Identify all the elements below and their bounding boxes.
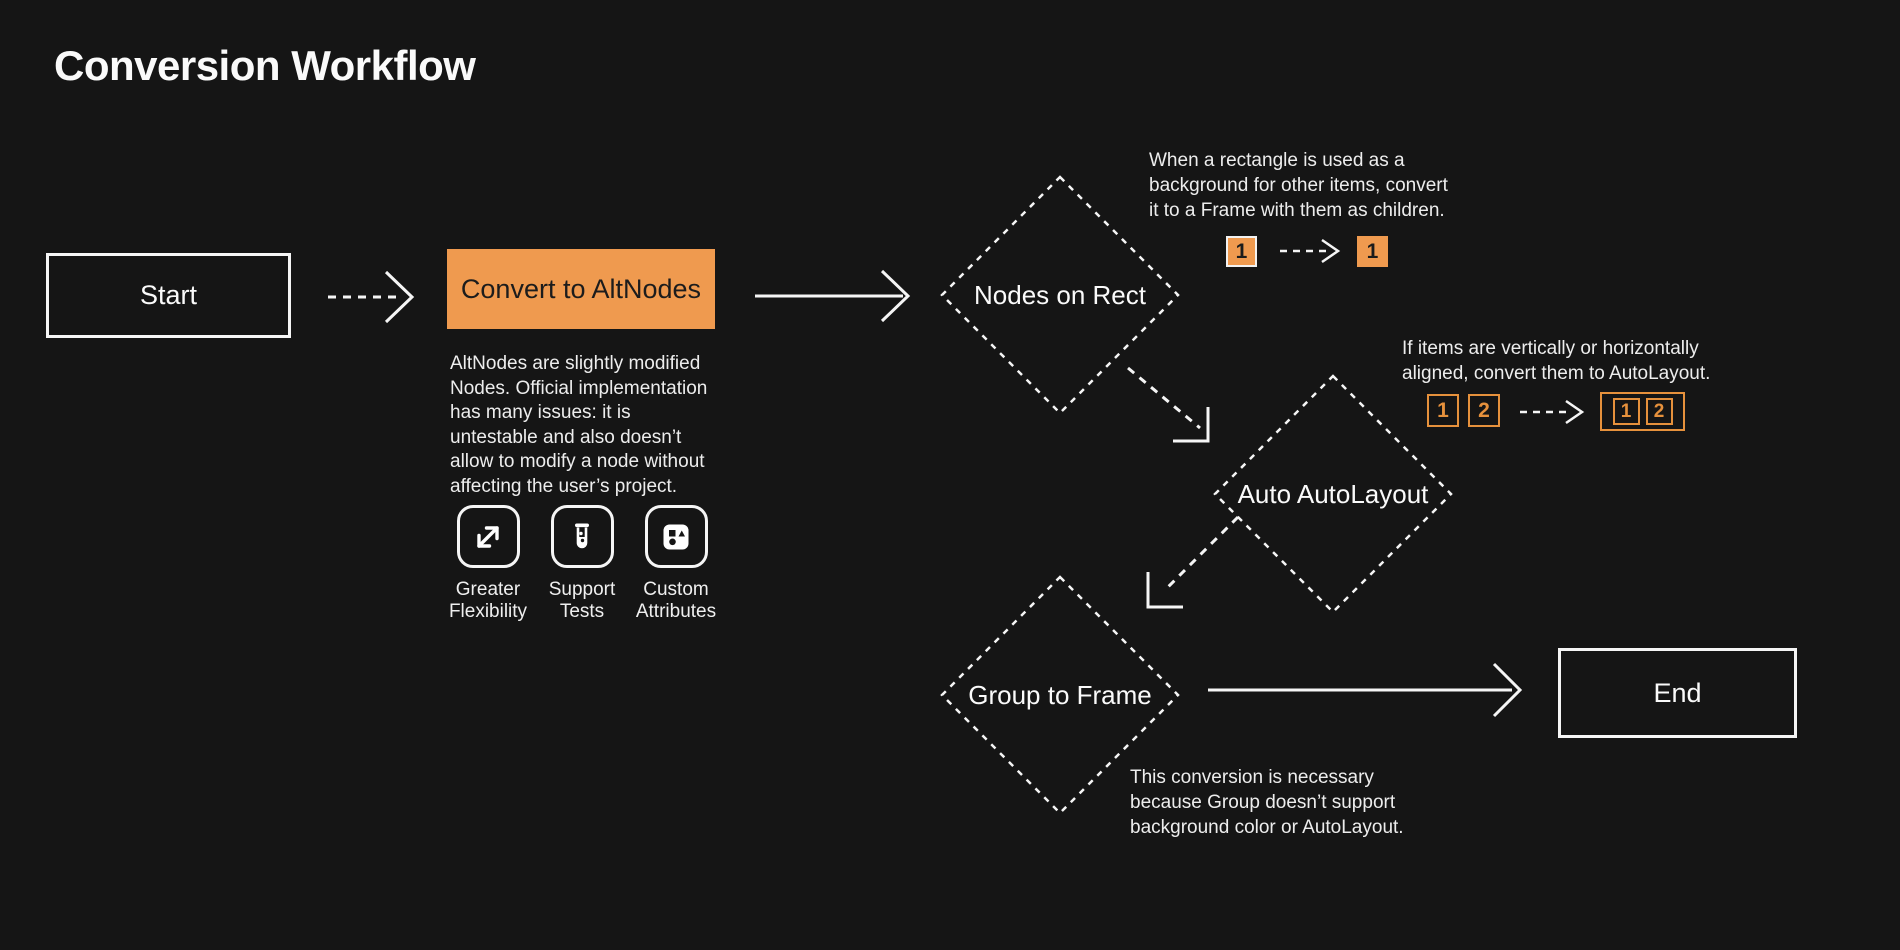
autolayout-demo-after-item-2: 2 (1645, 398, 1673, 425)
nodes-on-rect-node[interactable]: Nodes on Rect (938, 173, 1182, 417)
nodes-on-rect-label: Nodes on Rect (974, 279, 1146, 310)
shapes-icon (644, 505, 708, 568)
group-to-frame-node[interactable]: Group to Frame (938, 573, 1182, 817)
arrow-rect-demo (1280, 238, 1341, 264)
feature-label: Custom Attributes (635, 579, 717, 622)
start-node[interactable]: Start (46, 253, 291, 338)
altnodes-features: Greater Flexibility Support Tests (441, 505, 723, 623)
convert-to-altnodes-label: Convert to AltNodes (460, 273, 702, 304)
page-title: Conversion Workflow (54, 42, 476, 89)
feature-greater-flexibility: Greater Flexibility (441, 505, 535, 623)
arrow-autolayout-demo (1520, 399, 1585, 425)
arrow-start-to-convert (328, 270, 415, 324)
rect-to-frame-annotation: When a rectangle is used as a background… (1149, 150, 1448, 221)
altnodes-description: AltNodes are slightly modified Nodes. Of… (450, 353, 708, 497)
autolayout-annotation: If items are vertically or horizontally … (1402, 338, 1711, 384)
auto-autolayout-node[interactable]: Auto AutoLayout (1211, 372, 1455, 616)
arrow-group-to-frame-to-end (1208, 662, 1523, 718)
auto-autolayout-label: Auto AutoLayout (1237, 478, 1429, 509)
end-node[interactable]: End (1558, 648, 1797, 738)
test-tube-icon (550, 505, 614, 568)
rect-demo-after-item: 1 (1357, 236, 1388, 267)
group-to-frame-label: Group to Frame (968, 679, 1152, 710)
rect-demo-before-item: 1 (1226, 236, 1257, 267)
start-node-label: Start (139, 280, 198, 310)
autolayout-demo-before-item-1: 1 (1427, 394, 1459, 427)
autolayout-demo-group: 1 2 (1600, 392, 1685, 431)
autolayout-demo-after-item-1: 1 (1612, 398, 1640, 425)
feature-label: Support Tests (548, 579, 616, 622)
feature-custom-attributes: Custom Attributes (629, 505, 723, 623)
feature-label: Greater Flexibility (448, 579, 528, 622)
feature-support-tests: Support Tests (535, 505, 629, 623)
end-node-label: End (1653, 677, 1702, 708)
arrow-convert-to-nodes-on-rect (755, 269, 911, 323)
convert-to-altnodes-node[interactable]: Convert to AltNodes (447, 249, 715, 329)
group-frame-annotation: This conversion is necessary because Gro… (1130, 767, 1404, 838)
expand-arrows-icon (456, 505, 520, 568)
autolayout-demo-before-item-2: 2 (1468, 394, 1500, 427)
